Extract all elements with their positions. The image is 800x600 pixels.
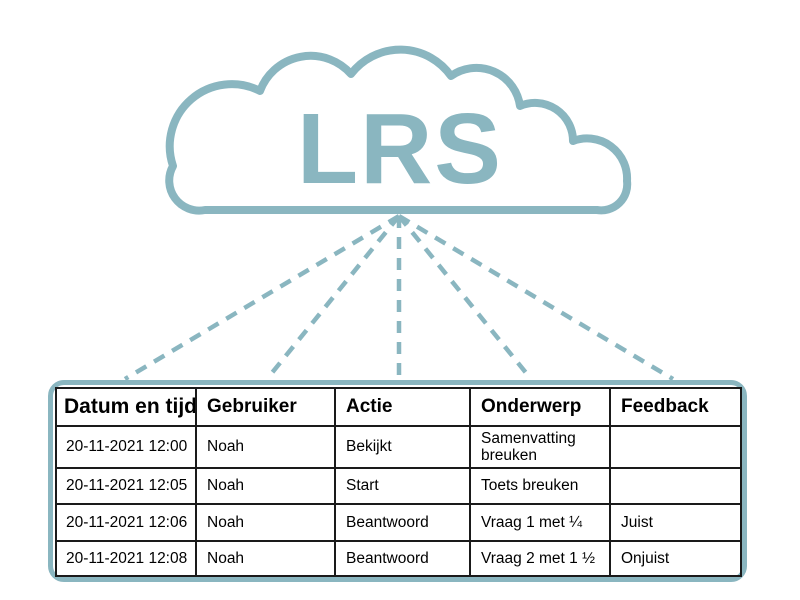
table-row: 20-11-2021 12:08 Noah Beantwoord Vraag 2… xyxy=(55,540,742,577)
cell-action: Bekijkt xyxy=(334,425,471,469)
cell-subject: Vraag 1 met ¼ xyxy=(469,503,611,542)
cell-datetime: 20-11-2021 12:05 xyxy=(55,467,197,505)
connector-line-2 xyxy=(265,214,401,381)
cell-subject: Toets breuken xyxy=(469,467,611,505)
cell-feedback xyxy=(609,425,742,469)
cloud-label: LRS xyxy=(297,93,503,205)
header-feedback: Feedback xyxy=(609,387,742,427)
header-gebruiker: Gebruiker xyxy=(195,387,336,427)
table-row: 20-11-2021 12:05 Noah Start Toets breuke… xyxy=(55,467,742,505)
header-datum-en-tijd: Datum en tijd xyxy=(55,387,197,427)
statements-table-frame: Datum en tijd Gebruiker Actie Onderwerp … xyxy=(48,380,747,582)
cell-datetime: 20-11-2021 12:06 xyxy=(55,503,197,542)
cell-user: Noah xyxy=(195,540,336,577)
header-onderwerp: Onderwerp xyxy=(469,387,611,427)
lrs-cloud-icon: LRS xyxy=(165,45,632,215)
cell-feedback xyxy=(609,467,742,505)
cell-datetime: 20-11-2021 12:00 xyxy=(55,425,197,469)
cell-user: Noah xyxy=(195,425,336,469)
cell-feedback: Onjuist xyxy=(609,540,742,577)
cell-subject: Vraag 2 met 1 ½ xyxy=(469,540,611,577)
cell-feedback: Juist xyxy=(609,503,742,542)
cell-action: Beantwoord xyxy=(334,540,471,577)
cell-user: Noah xyxy=(195,503,336,542)
connector-line-5 xyxy=(397,214,675,381)
cloud-outline xyxy=(165,45,632,215)
cell-action: Beantwoord xyxy=(334,503,471,542)
cell-subject: Samenvatting breuken xyxy=(469,425,611,469)
table-header-row: Datum en tijd Gebruiker Actie Onderwerp … xyxy=(55,387,742,427)
cell-action: Start xyxy=(334,467,471,505)
statements-table: Datum en tijd Gebruiker Actie Onderwerp … xyxy=(55,387,742,577)
header-actie: Actie xyxy=(334,387,471,427)
cell-user: Noah xyxy=(195,467,336,505)
cell-datetime: 20-11-2021 12:08 xyxy=(55,540,197,577)
table-row: 20-11-2021 12:00 Noah Bekijkt Samenvatti… xyxy=(55,425,742,469)
connector-line-1 xyxy=(123,214,401,381)
connector-line-4 xyxy=(397,214,533,381)
table-row: 20-11-2021 12:06 Noah Beantwoord Vraag 1… xyxy=(55,503,742,542)
